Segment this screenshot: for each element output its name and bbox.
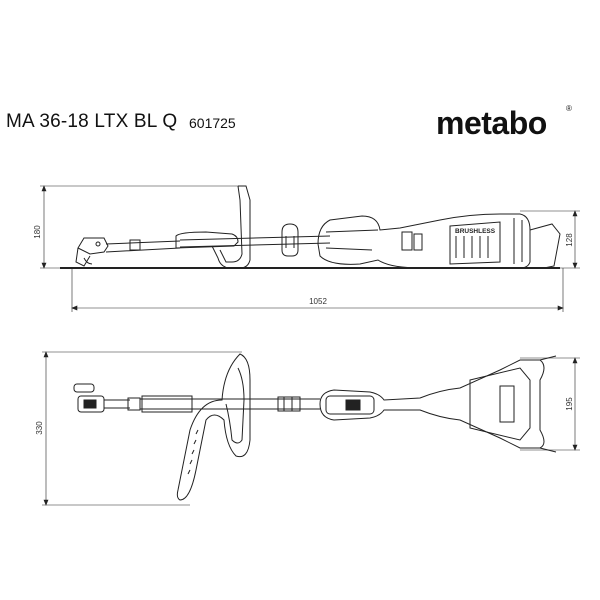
model-name: MA 36-18 LTX BL Q [6,111,178,132]
loop-handle [211,185,251,269]
registered-mark: ® [566,104,572,113]
coupling-head [75,237,109,267]
height-dimension [40,185,240,269]
brand-logo: metabo [436,105,547,141]
clamp-ring [281,223,299,257]
top-shaft [140,395,320,413]
width-label: 330 [35,421,44,435]
motor-housing [317,213,531,269]
rear-bumper [529,223,561,269]
top-motor [319,355,557,453]
width-dimension [42,351,242,506]
top-view: 330 195 [35,351,580,506]
motor-height-label: 128 [565,233,574,247]
top-coupling [73,383,141,413]
brushless-label: BRUSHLESS [455,228,496,235]
shaft [105,231,331,253]
side-view: 180 128 1052 [33,185,580,312]
length-dimension [71,268,564,312]
height-label: 180 [33,225,42,239]
head-width-label: 195 [565,397,574,411]
top-handle [176,353,251,501]
motor-height-dimension [520,210,580,269]
length-label: 1052 [309,297,327,306]
article-number: 601725 [189,115,236,131]
